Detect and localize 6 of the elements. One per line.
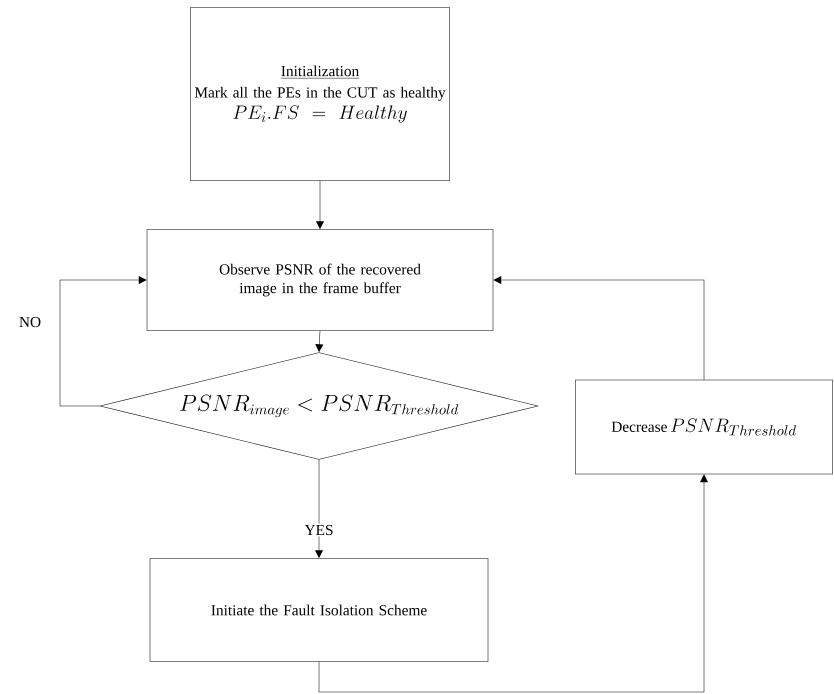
process-box: Decrease $PSNR_{Threshold}$	[575, 380, 833, 474]
edge-label: NO	[18, 316, 42, 328]
process-box: Observe PSNR of the recovered image in the frame buffer	[146, 229, 494, 331]
process-box: Initialization Mark all the PEs in the CUT as healthy $PE_{i}.FS = Healthy$	[190, 7, 450, 181]
process-box: Initiate the Fault Isolation Scheme	[150, 558, 488, 662]
edge-label: YES	[303, 524, 335, 536]
